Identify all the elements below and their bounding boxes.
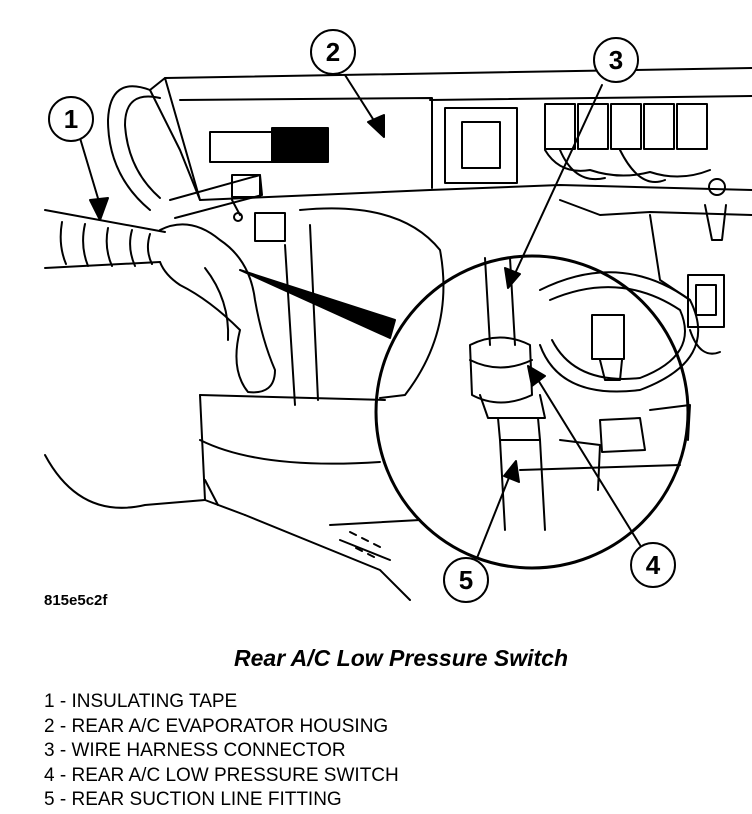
magnified-detail — [374, 254, 700, 570]
insulating-tape-drawing — [44, 209, 276, 394]
legend-separator: - — [54, 691, 72, 712]
callout-3: 3 — [593, 37, 639, 83]
legend-separator: - — [54, 715, 72, 737]
legend-number: 1 — [44, 691, 55, 712]
harness-loop-drawing — [107, 85, 286, 242]
legend-item: 5 - REAR SUCTION LINE FITTING — [44, 788, 399, 813]
legend-number: 4 — [44, 764, 55, 786]
callout-4: 4 — [630, 542, 676, 588]
legend-item: 3 - WIRE HARNESS CONNECTOR — [44, 739, 399, 764]
legend-text: REAR SUCTION LINE FITTING — [71, 789, 342, 810]
legend-item: 2 - REAR A/C EVAPORATOR HOUSING — [44, 715, 399, 740]
legend-number: 5 — [44, 789, 55, 810]
svg-text:4: 4 — [646, 550, 661, 580]
legend-text: INSULATING TAPE — [71, 691, 238, 712]
svg-text:3: 3 — [609, 45, 623, 75]
legend-item: 4 - REAR A/C LOW PRESSURE SWITCH — [44, 764, 399, 789]
callout-2: 2 — [310, 29, 356, 75]
legend-number: 2 — [44, 715, 55, 737]
legend-separator: - — [54, 789, 72, 810]
figure-title: Rear A/C Low Pressure Switch — [234, 645, 569, 671]
callout-1: 1 — [48, 96, 94, 142]
callout-5: 5 — [443, 557, 489, 603]
evaporator-housing-drawing — [149, 67, 752, 355]
svg-text:1: 1 — [64, 104, 78, 134]
ac-switch-illustration: 1 2 3 4 5 — [44, 29, 752, 603]
legend-text: REAR A/C LOW PRESSURE SWITCH — [71, 764, 399, 786]
lower-body-drawing — [44, 207, 445, 601]
legend-text: REAR A/C EVAPORATOR HOUSING — [71, 715, 389, 737]
callout-leaders — [79, 74, 641, 559]
svg-text:2: 2 — [326, 37, 340, 67]
figure-id: 815e5c2f — [44, 592, 108, 609]
legend-item: 1 - INSULATING TAPE — [44, 690, 399, 715]
legend-list: 1 - INSULATING TAPE 2 - REAR A/C EVAPORA… — [44, 690, 399, 813]
legend-text: WIRE HARNESS CONNECTOR — [71, 740, 346, 761]
svg-text:5: 5 — [459, 565, 473, 595]
legend-number: 3 — [44, 740, 55, 761]
legend-separator: - — [54, 764, 72, 786]
magnifier-pointer — [239, 269, 396, 339]
legend-separator: - — [54, 740, 72, 761]
